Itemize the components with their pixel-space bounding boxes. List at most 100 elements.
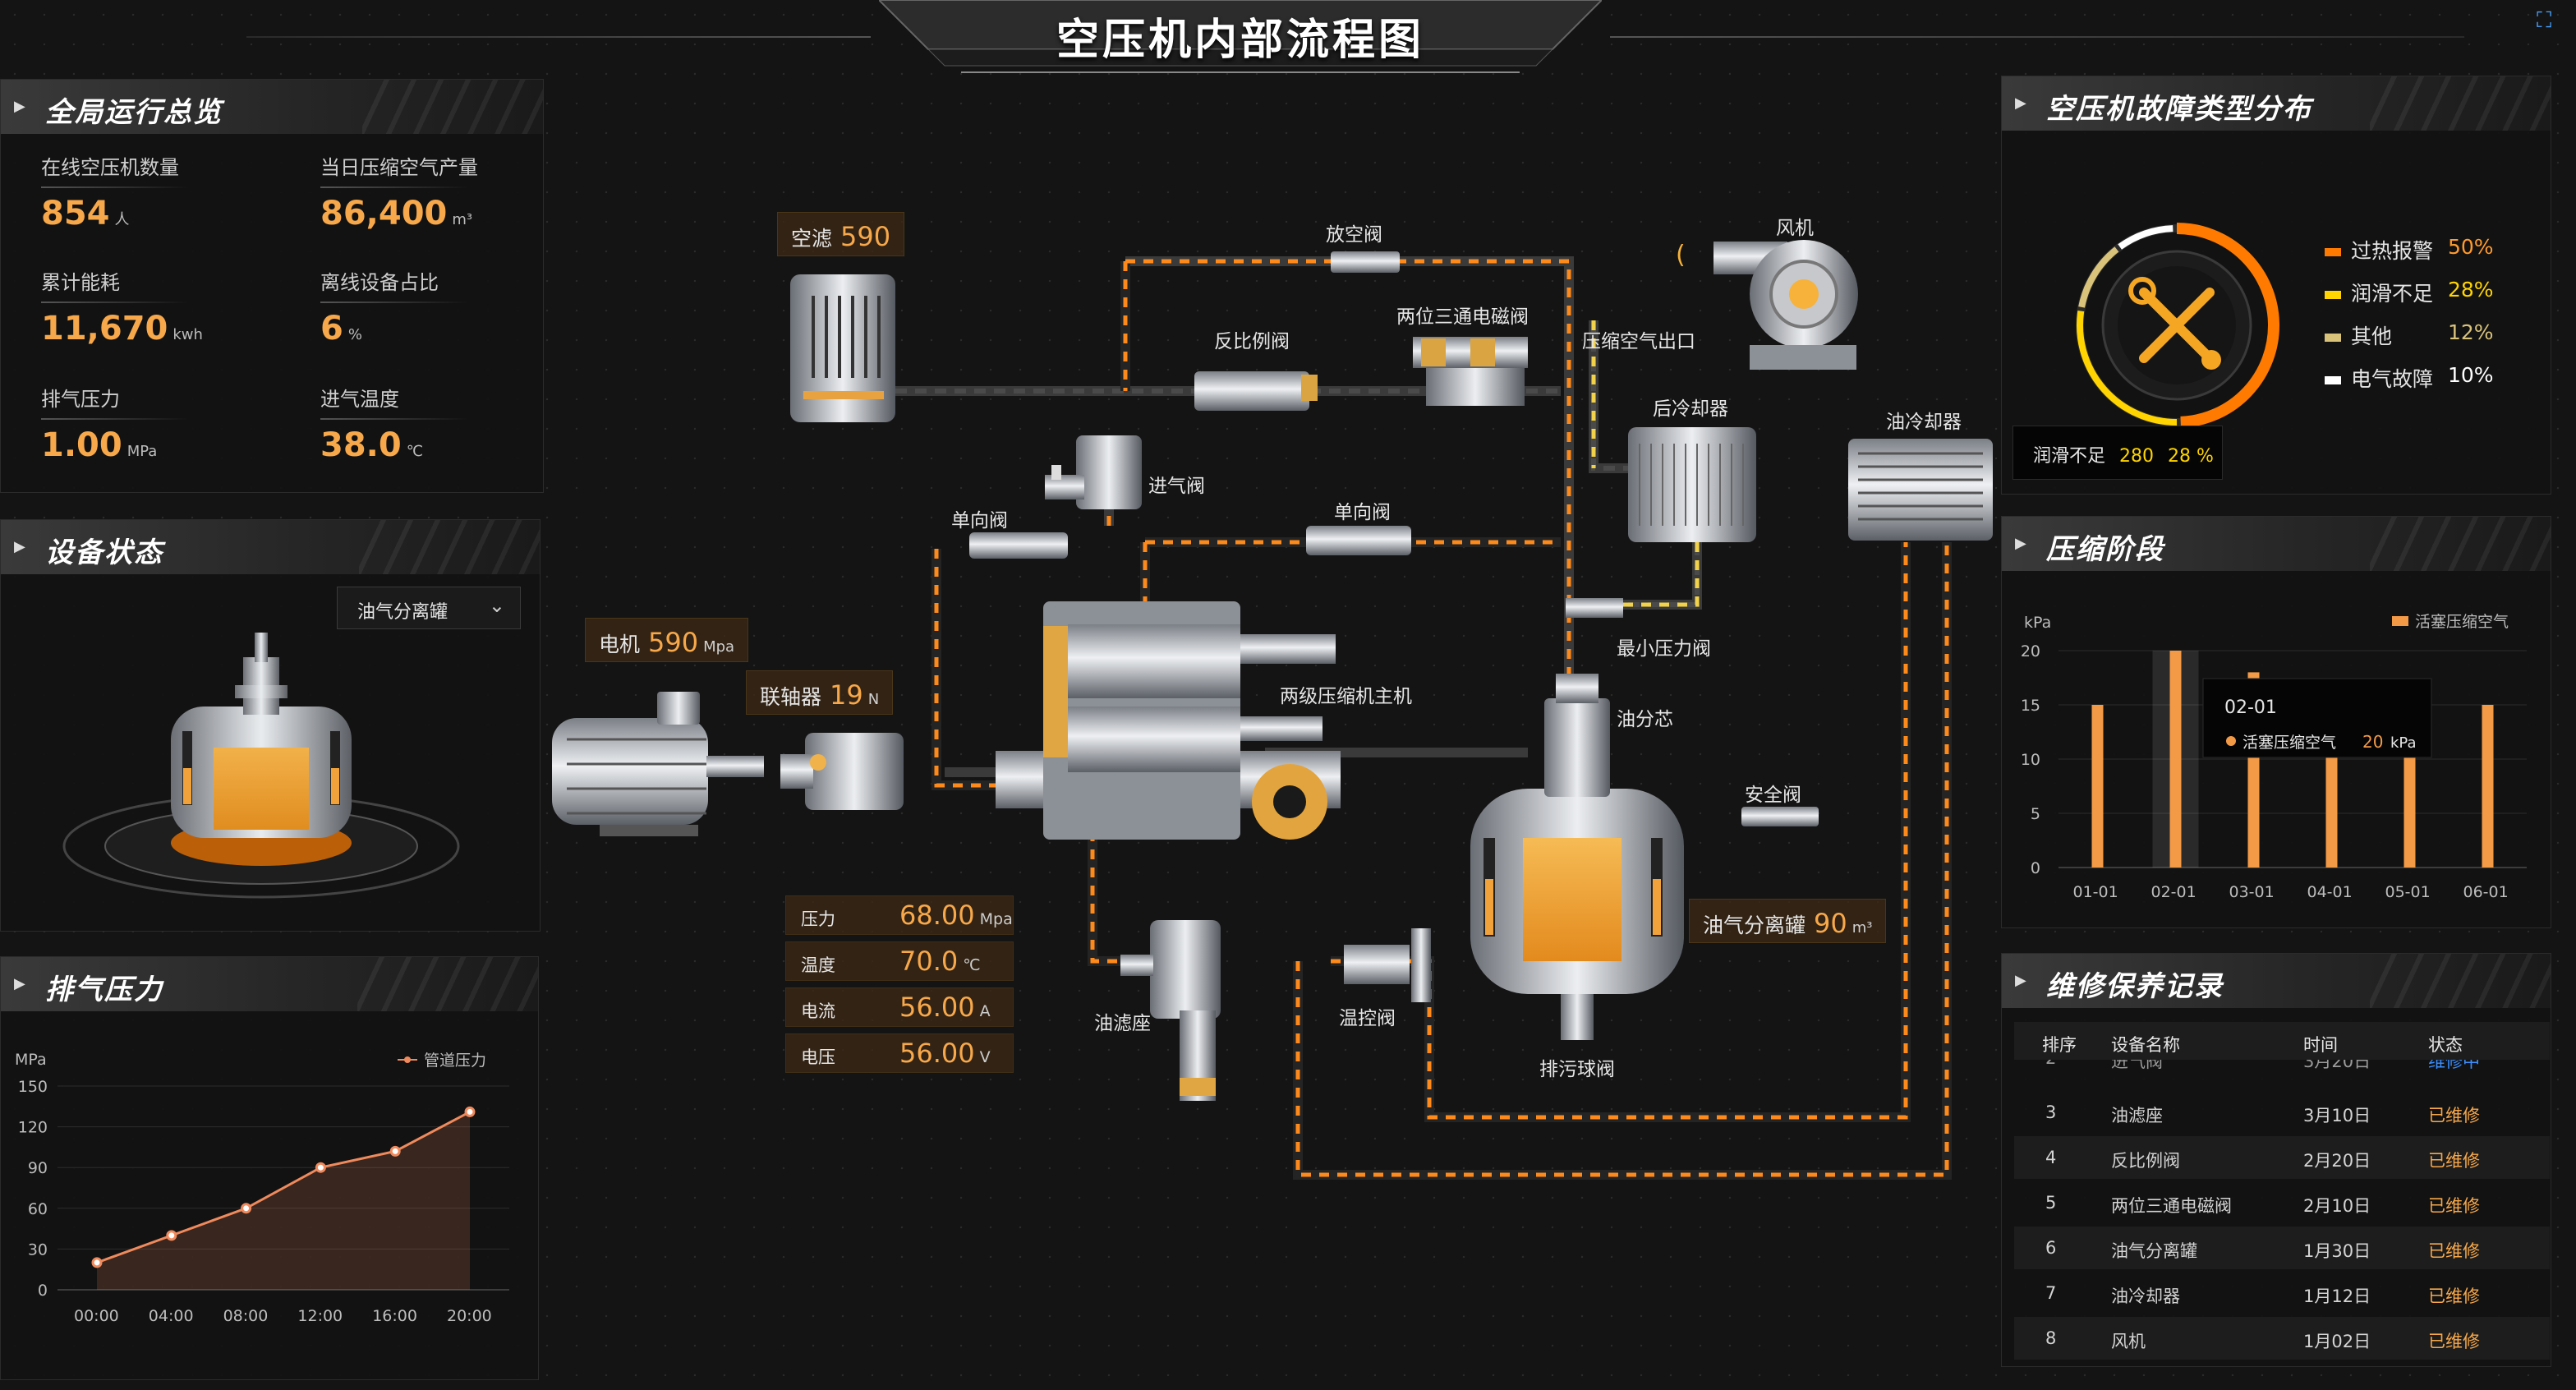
page-title: 空压机内部流程图	[1056, 16, 1424, 65]
device-status-header: ▶ 设备状态	[1, 520, 540, 574]
metric-label: 温度	[801, 955, 835, 975]
title-decoration-left	[246, 36, 871, 38]
min-pressure-valve	[1566, 598, 1623, 618]
row-time: 1月30日	[2303, 1241, 2371, 1261]
row-status: 已维修	[2428, 1151, 2480, 1171]
metric-label: 电压	[801, 1047, 835, 1067]
legend-value: 50%	[2448, 235, 2494, 259]
row-index: 8	[2045, 1328, 2057, 1348]
title-frame	[879, 0, 1602, 73]
data-point[interactable]	[464, 1106, 476, 1117]
maintenance-title: 维修保养记录	[2046, 970, 2224, 1003]
row-index: 3	[2045, 1102, 2057, 1122]
overview-header: ▶ 全局运行总览	[1, 80, 543, 134]
data-point[interactable]	[389, 1145, 401, 1157]
tooltip-unit: kPa	[2390, 734, 2417, 752]
badge-unit: Mpa	[703, 638, 735, 656]
motor	[552, 692, 764, 836]
unit-text: m³	[452, 211, 473, 228]
x-tick-label: 08:00	[223, 1307, 269, 1325]
badge-label: 电机	[599, 633, 641, 656]
donut-slice[interactable]	[2118, 225, 2174, 250]
badge-unit: m³	[1852, 919, 1873, 937]
bar[interactable]	[2091, 705, 2104, 868]
tools-icon	[2128, 277, 2221, 370]
unit-text: 人	[114, 211, 130, 228]
fullscreen-icon[interactable]: ⛶	[2537, 8, 2552, 33]
badge-value: 590	[840, 221, 891, 252]
x-tick-label: 03-01	[2229, 883, 2275, 901]
table-row-partial[interactable]: 2 进气阀 3月20日 维修中	[2014, 1060, 2550, 1070]
label-vent-valve: 放空阀	[1326, 224, 1382, 246]
donut-slice[interactable]	[2176, 223, 2279, 428]
maintenance-header: ▶ 维修保养记录	[2002, 954, 2551, 1008]
overview-label: 在线空压机数量	[41, 156, 179, 179]
device-select-dropdown[interactable]: 油气分离罐 ⌄	[337, 587, 521, 629]
row-name: 进气阀	[2111, 1060, 2163, 1070]
stage-tooltip: 02-01 活塞压缩空气 20 kPa	[2202, 678, 2432, 758]
tooltip-title: 02-01	[2224, 697, 2277, 718]
donut-slice[interactable]	[2077, 310, 2178, 426]
value-text: 86,400	[320, 195, 448, 232]
chevron-down-icon: ⌄	[488, 594, 505, 617]
divider	[41, 418, 189, 420]
vent-valve	[1331, 251, 1400, 273]
arrow-icon: ▶	[14, 538, 25, 555]
data-point[interactable]	[315, 1162, 326, 1173]
unit-text: ℃	[406, 443, 423, 460]
x-tick-label: 01-01	[2073, 883, 2118, 901]
data-point[interactable]	[91, 1257, 103, 1268]
label-compressor: 两级压缩机主机	[1280, 686, 1412, 707]
fault-legend-other: 其他 12%	[2325, 320, 2494, 350]
label-fan: 风机	[1776, 218, 1814, 239]
row-status: 已维修	[2428, 1286, 2480, 1306]
row-time: 1月02日	[2303, 1332, 2371, 1351]
row-index: 4	[2045, 1148, 2057, 1167]
exhaust-pressure-title: 排气压力	[45, 973, 163, 1006]
bar[interactable]	[2169, 651, 2182, 868]
row-name: 油冷却器	[2111, 1286, 2180, 1306]
title-decoration-right	[1610, 36, 2464, 38]
two-stage-compressor	[996, 601, 1341, 840]
legend-label: 电气故障	[2351, 367, 2434, 391]
row-index: 6	[2045, 1238, 2057, 1258]
svg-text:(: (	[1676, 241, 1686, 269]
series-line	[96, 1111, 471, 1264]
row-status: 已维修	[2428, 1106, 2480, 1125]
bar[interactable]	[2482, 705, 2494, 868]
fault-distribution-header: ▶ 空压机故障类型分布	[2002, 76, 2551, 131]
label-aftercooler: 后冷却器	[1653, 398, 1728, 420]
y-tick-label: 15	[2021, 697, 2040, 715]
tooltip-marker	[2226, 736, 2236, 746]
x-tick-label: 04-01	[2307, 883, 2353, 901]
unit-text: MPa	[126, 443, 158, 460]
device-select-value: 油气分离罐	[357, 602, 448, 623]
row-index: 7	[2045, 1283, 2057, 1303]
donut-slice[interactable]	[2078, 246, 2119, 308]
data-point[interactable]	[166, 1230, 177, 1241]
y-tick-label: 0	[2031, 859, 2040, 877]
legend-swatch	[2325, 291, 2341, 299]
overview-value: 6%	[320, 310, 559, 348]
oil-filter	[1120, 920, 1221, 1101]
badge-value: 590	[648, 627, 699, 658]
aftercooler	[1628, 427, 1756, 542]
data-point[interactable]	[241, 1203, 252, 1214]
legend-marker	[404, 1056, 411, 1063]
metric-label: 压力	[801, 909, 835, 929]
